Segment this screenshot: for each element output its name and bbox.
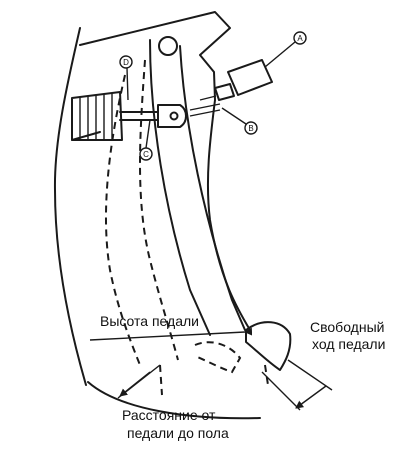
clevis-pin [169, 111, 179, 121]
free-play-dimension [261, 359, 333, 411]
pedal-pad [245, 321, 292, 371]
callout-a: A [293, 31, 307, 45]
pedal-arm-edge [179, 45, 246, 331]
leader-b [221, 107, 247, 125]
label-floor-1: Расстояние от [122, 407, 216, 423]
locknut [189, 103, 221, 117]
floor-arrow [119, 371, 151, 397]
leader-a [264, 41, 296, 68]
callout-b: B [244, 121, 258, 135]
pedal-arm-depressed [139, 59, 179, 361]
pedal-arm-depressed-edge [104, 74, 141, 366]
svg-text:C: C [143, 150, 149, 159]
booster-boot [71, 91, 123, 141]
label-free-play-1: Свободный [310, 319, 384, 335]
svg-text:D: D [123, 58, 129, 67]
clevis [157, 104, 187, 128]
callout-d: D [119, 55, 133, 69]
leader-d [126, 67, 129, 101]
stop-light-switch [199, 59, 273, 101]
pivot-bolt [158, 36, 178, 56]
label-floor-2: педали до пола [127, 425, 229, 441]
pedal-height-dimension [89, 327, 253, 341]
label-pedal-height: Высота педали [100, 313, 199, 329]
pedal-bracket [79, 11, 251, 331]
pedal-arm [149, 39, 211, 336]
svg-text:B: B [248, 124, 253, 133]
pedal-pad-depressed [194, 341, 242, 374]
pad-dashed-stub-2 [264, 364, 269, 386]
pad-dashed-stub [159, 364, 163, 396]
floor-line [87, 381, 261, 420]
label-free-play-2: ход педали [312, 336, 385, 352]
free-play-arrow [295, 385, 327, 409]
callout-c: C [139, 147, 153, 161]
leader-c [145, 119, 151, 149]
firewall-edge [53, 27, 87, 386]
svg-text:A: A [297, 34, 303, 43]
